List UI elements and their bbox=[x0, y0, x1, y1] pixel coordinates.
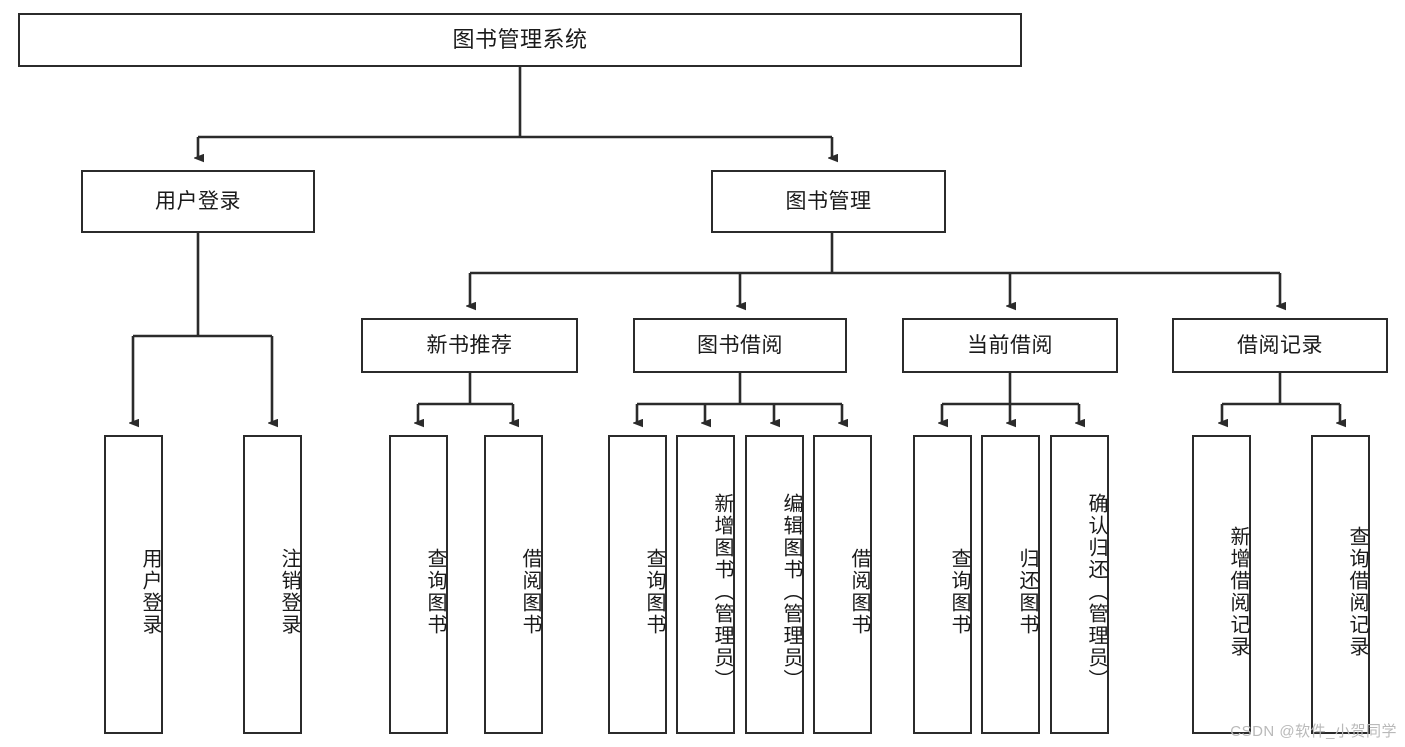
node-user-login[interactable]: 用户登录 bbox=[81, 170, 315, 233]
leaf-record-add-borrow-record[interactable]: 新增借阅记录 bbox=[1192, 435, 1251, 734]
csdn-watermark: CSDN @软件_小贺同学 bbox=[1230, 723, 1397, 740]
node-label: 注销登录 bbox=[278, 547, 300, 636]
node-label: 编辑图书（管理员） bbox=[780, 492, 802, 691]
node-label: 查询图书 bbox=[424, 547, 446, 636]
node-label: 借阅图书 bbox=[519, 547, 541, 636]
node-label: 图书借阅 bbox=[697, 333, 783, 357]
node-label: 借阅记录 bbox=[1237, 333, 1323, 357]
leaf-record-query-borrow-record[interactable]: 查询借阅记录 bbox=[1311, 435, 1370, 734]
node-label: 借阅图书 bbox=[848, 547, 870, 636]
node-label: 用户登录 bbox=[155, 189, 241, 213]
node-book-management[interactable]: 图书管理 bbox=[711, 170, 946, 233]
node-borrow-record[interactable]: 借阅记录 bbox=[1172, 318, 1388, 373]
node-root-system[interactable]: 图书管理系统 bbox=[18, 13, 1022, 67]
node-label: 查询图书 bbox=[948, 547, 970, 636]
node-label: 查询图书 bbox=[643, 547, 665, 636]
node-label: 确认归还（管理员） bbox=[1085, 492, 1107, 691]
node-label: 新书推荐 bbox=[426, 333, 513, 357]
leaf-borrow-edit-book-admin[interactable]: 编辑图书（管理员） bbox=[745, 435, 804, 734]
leaf-user-login-logout[interactable]: 注销登录 bbox=[243, 435, 302, 734]
node-label: 新增借阅记录 bbox=[1227, 525, 1249, 658]
leaf-current-query-book[interactable]: 查询图书 bbox=[913, 435, 972, 734]
node-label: 归还图书 bbox=[1016, 547, 1038, 636]
node-label: 图书管理系统 bbox=[452, 26, 588, 52]
leaf-user-login-login[interactable]: 用户登录 bbox=[104, 435, 163, 734]
leaf-current-return-book[interactable]: 归还图书 bbox=[981, 435, 1040, 734]
node-label: 当前借阅 bbox=[967, 333, 1053, 357]
leaf-borrow-query-book[interactable]: 查询图书 bbox=[608, 435, 667, 734]
leaf-borrow-add-book-admin[interactable]: 新增图书（管理员） bbox=[676, 435, 735, 734]
node-book-borrow[interactable]: 图书借阅 bbox=[633, 318, 847, 373]
node-current-borrow[interactable]: 当前借阅 bbox=[902, 318, 1118, 373]
node-label: 用户登录 bbox=[139, 547, 161, 636]
leaf-borrow-borrow-book[interactable]: 借阅图书 bbox=[813, 435, 872, 734]
leaf-recommend-query-book[interactable]: 查询图书 bbox=[389, 435, 448, 734]
node-label: 图书管理 bbox=[785, 189, 872, 213]
leaf-recommend-borrow-book[interactable]: 借阅图书 bbox=[484, 435, 543, 734]
node-label: 新增图书（管理员） bbox=[711, 492, 733, 691]
node-label: 查询借阅记录 bbox=[1346, 525, 1368, 658]
node-new-book-recommend[interactable]: 新书推荐 bbox=[361, 318, 578, 373]
leaf-current-confirm-return-admin[interactable]: 确认归还（管理员） bbox=[1050, 435, 1109, 734]
